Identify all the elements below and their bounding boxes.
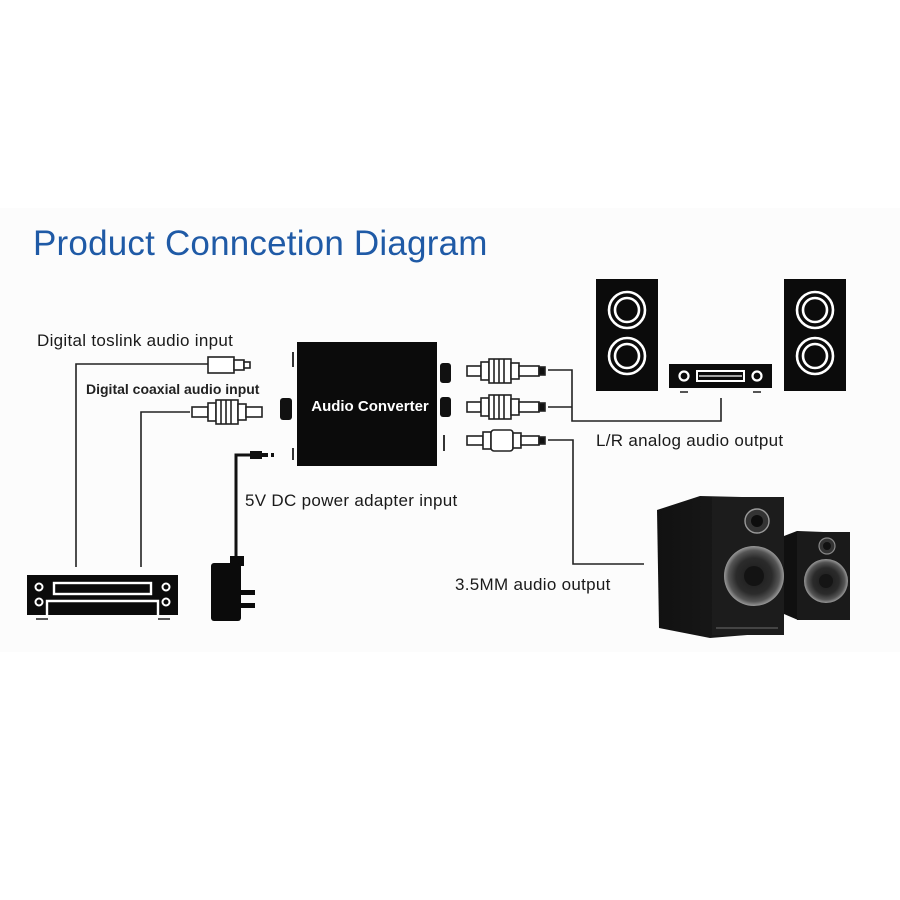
jack-cable	[548, 439, 644, 565]
jack-plug-icon	[466, 429, 546, 452]
coaxial-cable	[140, 411, 190, 567]
small-bookshelf-speaker-icon	[784, 531, 850, 620]
toslink-input-label: Digital toslink audio input	[37, 331, 234, 350]
amplifier-icon	[669, 364, 772, 393]
audio-converter-icon	[280, 342, 451, 466]
rca-left-plug-icon	[466, 358, 546, 384]
wires	[75, 363, 722, 567]
large-bookshelf-speaker-icon	[657, 496, 784, 638]
jack-output-label: 3.5MM audio output	[455, 575, 611, 594]
power-input-label: 5V DC power adapter input	[245, 491, 458, 510]
coaxial-input-label: Digital coaxial audio input	[86, 381, 260, 397]
device-label: Audio Converter	[311, 398, 429, 415]
rca-left-cable	[548, 369, 722, 422]
rca-right-plug-icon	[466, 394, 546, 420]
right-speaker-icon	[784, 279, 846, 391]
power-adapter-icon	[211, 556, 255, 621]
lr-output-label: L/R analog audio output	[596, 431, 784, 450]
coaxial-plug-icon	[191, 399, 263, 425]
diagram-title: Product Conncetion Diagram	[33, 224, 488, 263]
left-speaker-icon	[596, 279, 658, 391]
dvd-player-icon	[27, 575, 178, 620]
dc-plug-icon	[250, 451, 274, 459]
toslink-plug-icon	[207, 356, 251, 374]
toslink-cable	[75, 363, 208, 567]
